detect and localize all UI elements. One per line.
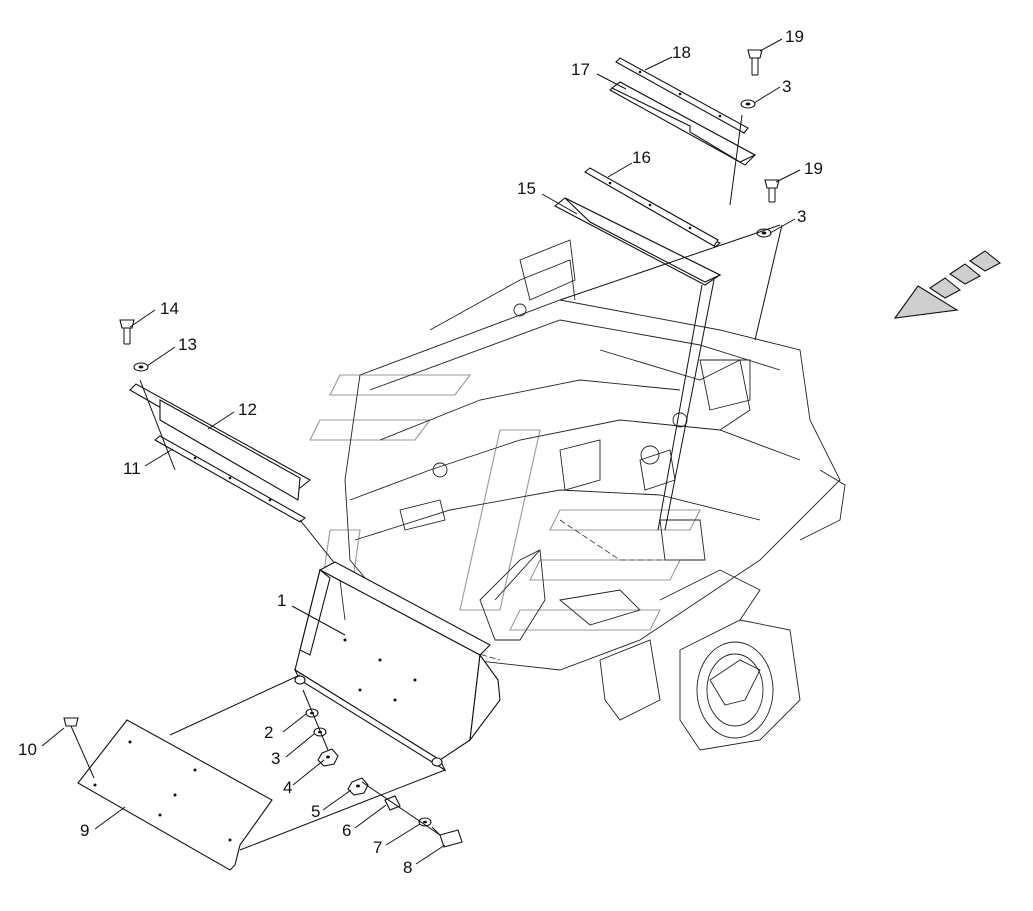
part-15-plate bbox=[554, 197, 722, 286]
callout-3-upper: 3 bbox=[782, 77, 791, 96]
part-9-plate bbox=[77, 719, 273, 871]
bolt-8 bbox=[431, 826, 463, 848]
part-17-plate bbox=[609, 81, 757, 166]
callout-11: 11 bbox=[123, 459, 141, 478]
callout-18: 18 bbox=[672, 43, 691, 62]
part-1-tray bbox=[293, 561, 501, 772]
bolt-14 bbox=[119, 319, 135, 345]
callout-14: 14 bbox=[160, 299, 179, 318]
callout-8: 8 bbox=[403, 858, 412, 877]
callout-1: 1 bbox=[277, 591, 286, 610]
callout-3-middle: 3 bbox=[797, 207, 806, 226]
callout-19-lower: 19 bbox=[804, 159, 823, 178]
watermark-logo-icon bbox=[309, 374, 701, 631]
callout-9: 9 bbox=[80, 821, 89, 840]
bolt-19-lower bbox=[764, 179, 780, 203]
part-12-plate bbox=[129, 383, 311, 501]
nut-4 bbox=[317, 748, 339, 767]
callout-16: 16 bbox=[632, 148, 651, 167]
callout-labels: 1 2 3 3 3 4 5 6 7 8 9 10 11 12 13 14 15 … bbox=[18, 27, 823, 877]
callout-10: 10 bbox=[18, 740, 37, 759]
bolt-10 bbox=[63, 717, 95, 779]
callout-19-upper: 19 bbox=[785, 27, 804, 46]
part-18-strip bbox=[615, 57, 749, 134]
callout-15: 15 bbox=[517, 179, 536, 198]
nut-5 bbox=[347, 777, 369, 796]
callout-4: 4 bbox=[283, 778, 292, 797]
callout-17: 17 bbox=[571, 60, 590, 79]
callout-12: 12 bbox=[238, 400, 257, 419]
part-11-strip bbox=[154, 435, 306, 523]
callout-2: 2 bbox=[264, 723, 273, 742]
callout-13: 13 bbox=[178, 335, 197, 354]
callout-3-lower: 3 bbox=[271, 749, 280, 768]
front-direction-arrow-icon bbox=[893, 250, 1001, 319]
part-16-strip bbox=[584, 167, 719, 247]
bolt-19-upper bbox=[747, 49, 763, 76]
callout-7: 7 bbox=[373, 838, 382, 857]
callout-leaders bbox=[41, 38, 801, 865]
callout-5: 5 bbox=[311, 802, 320, 821]
callout-6: 6 bbox=[342, 821, 351, 840]
